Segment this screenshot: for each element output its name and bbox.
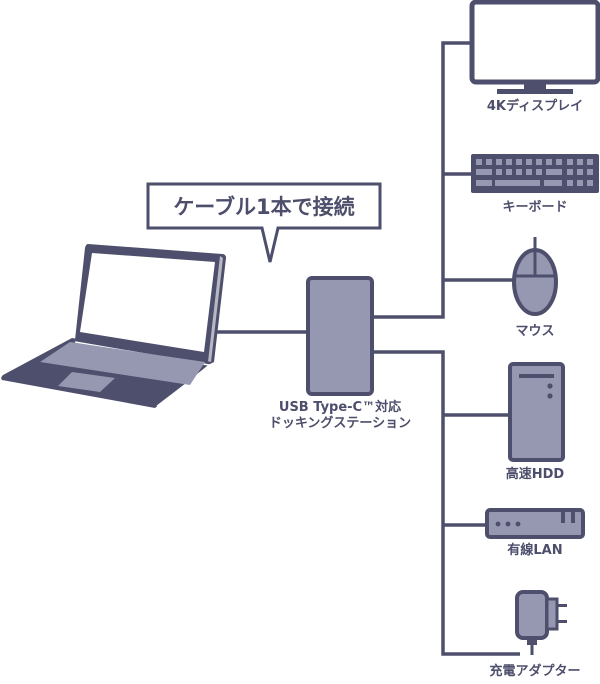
docking-station-label-line2: ドッキングステーション [268, 416, 412, 431]
keyboard-key [506, 159, 512, 165]
hub-to-lower-bus-line [372, 350, 520, 656]
keyboard-key [486, 159, 492, 165]
keyboard-key [546, 159, 552, 165]
keyboard-key [587, 180, 593, 186]
device-label-lan: 有線LAN [507, 543, 563, 558]
power-adapter-icon [515, 590, 567, 655]
keyboard-key [587, 159, 593, 165]
monitor-icon [469, 0, 600, 94]
keyboard-key [556, 159, 562, 165]
connection-lines [214, 41, 520, 656]
device-label-keyboard: キーボード [502, 200, 568, 215]
keyboard-key [526, 159, 532, 165]
keyboard-key [476, 180, 492, 186]
keyboard-key [577, 159, 583, 165]
keyboard-key [496, 159, 502, 165]
keyboard-key [496, 169, 502, 175]
docking-station-label-line1: USB Type-C™対応 [278, 400, 402, 415]
keyboard-key [536, 159, 542, 165]
docking-station-icon [306, 276, 374, 396]
laptop-icon [1, 244, 226, 408]
device-label-mouse: マウス [515, 324, 555, 339]
keyboard-key [516, 169, 522, 175]
keyboard-key [567, 169, 573, 175]
docking-station-label: USB Type-C™対応 ドッキングステーション [230, 400, 450, 432]
keyboard-key [577, 169, 583, 175]
keyboard-key [495, 180, 540, 186]
router-icon [485, 508, 585, 539]
device-label-hdd: 高速HDD [505, 467, 565, 482]
callout-text: ケーブル1本で接続 [173, 195, 355, 219]
keyboard-key [516, 159, 522, 165]
keyboard-key [476, 169, 492, 175]
keyboard-key [577, 180, 583, 186]
keyboard-icon [471, 154, 599, 193]
keyboard-key [526, 169, 532, 175]
keyboard-key [567, 180, 573, 186]
keyboard-key [546, 169, 562, 175]
callout-bubble [146, 182, 382, 263]
device-label-adapter: 充電アダプター [489, 664, 581, 679]
keyboard-key [544, 180, 562, 186]
device-label-display: 4Kディスプレイ [486, 99, 584, 114]
keyboard-key [476, 159, 482, 165]
mouse-icon [512, 237, 558, 316]
keyboard-key [506, 169, 512, 175]
keyboard-key [587, 169, 593, 175]
hub-to-upper-bus-line [372, 41, 473, 319]
hdd-tower-icon [508, 362, 565, 462]
keyboard-key [567, 159, 573, 165]
keyboard-key [536, 169, 542, 175]
